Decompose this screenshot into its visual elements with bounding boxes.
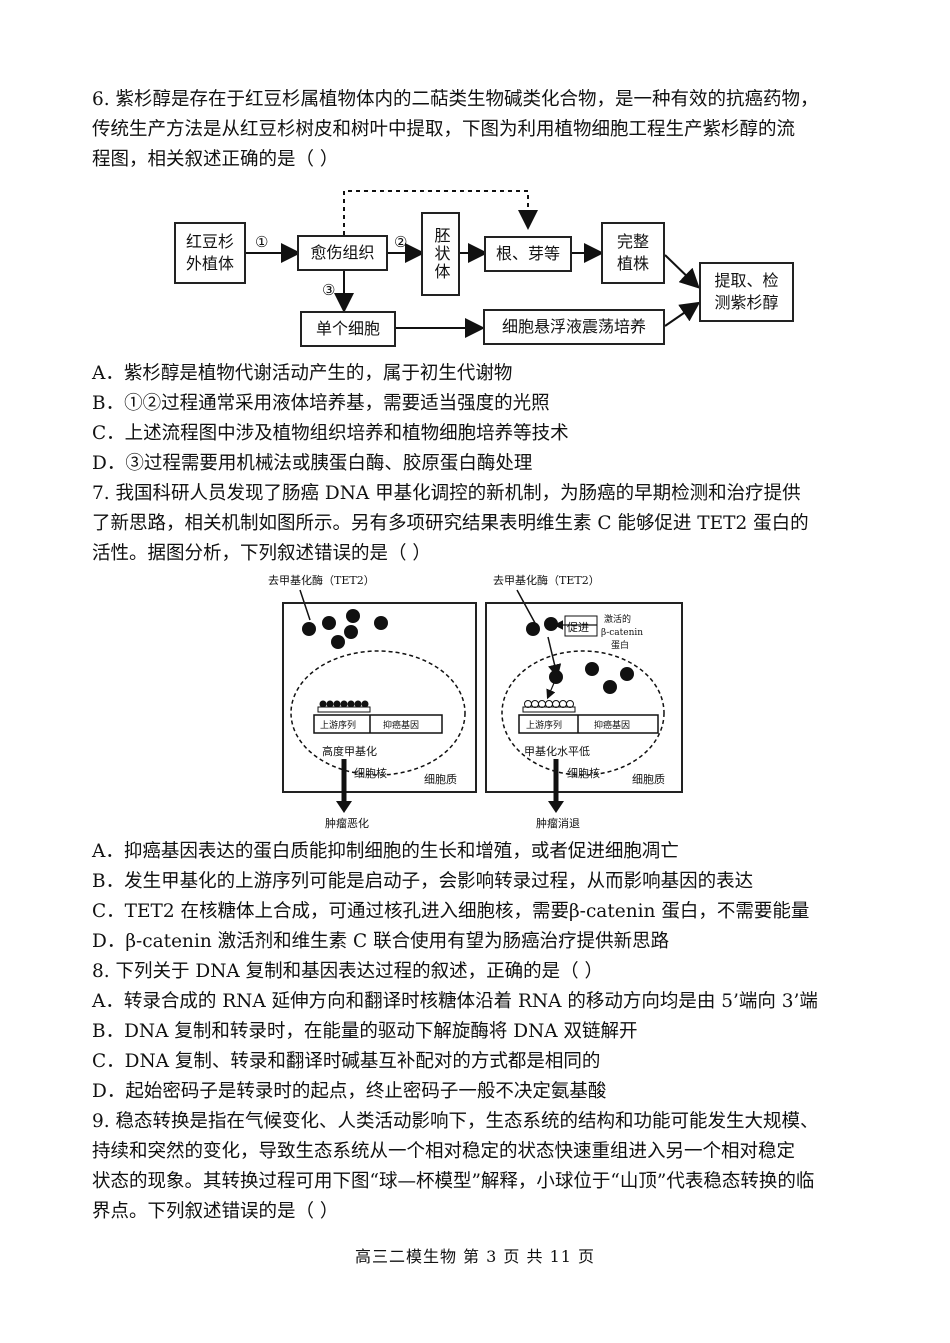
right-cytoplasm-label: 细胞质 xyxy=(632,773,665,786)
left-nucleus-label: 细胞核 xyxy=(354,766,387,780)
right-enzyme-label: 去甲基化酶（TET2） xyxy=(493,573,600,587)
q9-stem-line: 状态的现象。其转换过程可用下图“球—杯模型”解释，小球位于“山顶”代表稳态转换的… xyxy=(92,1171,815,1192)
q6-option-b: B．①②过程通常采用液体培养基，需要适当强度的光照 xyxy=(92,393,550,414)
left-enzyme-label: 去甲基化酶（TET2） xyxy=(268,573,375,587)
q7-stem-line: 7. 我国科研人员发现了肠癌 DNA 甲基化调控的新机制，为肠癌的早期检测和治疗… xyxy=(92,483,801,504)
box-suspension: 细胞悬浮液震荡培养 xyxy=(483,309,665,345)
q7-stem-line: 活性。据图分析，下列叙述错误的是（ ） xyxy=(92,543,431,564)
activated-line1: 激活的 xyxy=(604,613,631,625)
right-panel: 去甲基化酶（TET2） 促进 激活的 β-catenin 蛋白 上游序列 抑癌基… xyxy=(485,573,683,830)
q8-option-a: A．转录合成的 RNA 延伸方向和翻译时核糖体沿着 RNA 的移动方向均是由 5… xyxy=(92,991,818,1012)
left-enzyme-pointer xyxy=(299,589,311,621)
step2-label: ② xyxy=(394,233,408,251)
q6-option-d: D．③过程需要用机械法或胰蛋白酶、胶原蛋白酶处理 xyxy=(92,453,533,474)
box-plant: 完整植株 xyxy=(601,222,665,284)
q6-option-c: C．上述流程图中涉及植物组织培养和植物细胞培养等技术 xyxy=(92,423,569,444)
right-upstream: 上游序列 xyxy=(526,719,562,731)
right-dna-bar xyxy=(518,714,659,734)
left-cell-border xyxy=(282,602,477,793)
right-outcome: 肿瘤消退 xyxy=(536,816,580,830)
activated-line3: 蛋白 xyxy=(611,639,629,651)
q7-option-a: A．抑癌基因表达的蛋白质能抑制细胞的生长和增殖，或者促进细胞凋亡 xyxy=(92,841,679,862)
right-enzyme-pointer xyxy=(516,589,536,624)
left-enzyme-dots xyxy=(302,609,388,649)
box-root-bud: 根、芽等 xyxy=(484,236,572,272)
step1-label: ① xyxy=(255,233,269,251)
box-extract: 提取、检测紫杉醇 xyxy=(699,262,794,322)
q6-option-a: A．紫杉醇是植物代谢活动产生的，属于初生代谢物 xyxy=(92,363,513,384)
arrow-plant-extract xyxy=(664,254,700,289)
q7-option-c: C．TET2 在核糖体上合成，可通过核孔进入细胞核，需要β-catenin 蛋白… xyxy=(92,901,810,922)
right-unmethyl-caps xyxy=(524,700,574,708)
q9-stem-line: 持续和突然的变化，导致生态系统从一个相对稳定的状态快速重组进入另一个相对稳定 xyxy=(92,1141,796,1162)
q6-flow-diagram: ① ② ③ 红豆杉外植体 愈伤组织 胚状体 根、芽等 完整植株 提取、检测紫杉醇… xyxy=(0,0,950,360)
right-cell-border xyxy=(485,602,683,793)
q6-stem-line: 6. 紫杉醇是存在于红豆杉属植物体内的二萜类生物碱类化合物，是一种有效的抗癌药物… xyxy=(92,89,819,110)
q8-option-b: B．DNA 复制和转录时，在能量的驱动下解旋酶将 DNA 双链解开 xyxy=(92,1021,638,1042)
left-nucleus xyxy=(290,650,466,776)
q7-option-b: B．发生甲基化的上游序列可能是启动子，会影响转录过程，从而影响基因的表达 xyxy=(92,871,754,892)
q7-option-d: D．β-catenin 激活剂和维生素 C 联合使用有望为肠癌治疗提供新思路 xyxy=(92,931,670,952)
q7-stem-line: 了新思路，相关机制如图所示。另有多项研究结果表明维生素 C 能够促进 TET2 … xyxy=(92,513,809,534)
right-methyl-state: 甲基化水平低 xyxy=(524,744,590,758)
left-methyl-caps xyxy=(319,700,369,708)
left-dna-bar xyxy=(313,714,443,734)
left-methyl-state: 高度甲基化 xyxy=(322,744,377,758)
box-embryoid: 胚状体 xyxy=(421,212,460,296)
q8-option-c: C．DNA 复制、转录和翻译时碱基互补配对的方式都是相同的 xyxy=(92,1051,601,1072)
q6-stem-line: 程图，相关叙述正确的是（ ） xyxy=(92,149,339,170)
page-footer: 高三二模生物 第 3 页 共 11 页 xyxy=(354,1247,596,1266)
right-nucleus-label: 细胞核 xyxy=(567,766,600,780)
step3-label: ③ xyxy=(322,281,336,299)
left-suppressor: 抑癌基因 xyxy=(383,719,419,731)
arrow-dashed xyxy=(343,190,538,235)
q8-stem: 8. 下列关于 DNA 复制和基因表达过程的叙述，正确的是（ ） xyxy=(92,961,604,982)
box-callus: 愈伤组织 xyxy=(297,235,388,271)
left-upstream: 上游序列 xyxy=(320,719,356,731)
box-explant: 红豆杉外植体 xyxy=(174,222,246,284)
q7-figure: 去甲基化酶（TET2） 上游序列 抑癌基因 高度甲基化 细胞核 细胞质 肿瘤恶化… xyxy=(268,573,683,830)
box-single-cell: 单个细胞 xyxy=(300,311,396,347)
q9-stem-line: 界点。下列叙述错误的是（ ） xyxy=(92,1201,339,1222)
q6-stem-line: 传统生产方法是从红豆杉树皮和树叶中提取，下图为利用植物细胞工程生产紫杉醇的流 xyxy=(92,119,796,140)
q8-option-d: D．起始密码子是转录时的起点，终止密码子一般不决定氨基酸 xyxy=(92,1081,607,1102)
right-suppressor: 抑癌基因 xyxy=(594,719,630,731)
left-panel: 去甲基化酶（TET2） 上游序列 抑癌基因 高度甲基化 细胞核 细胞质 肿瘤恶化 xyxy=(268,573,477,830)
q9-stem-line: 9. 稳态转换是指在气候变化、人类活动影响下，生态系统的结构和功能可能发生大规模… xyxy=(92,1111,819,1132)
left-cytoplasm-label: 细胞质 xyxy=(424,773,457,786)
activated-line2: β-catenin xyxy=(601,628,643,638)
promote-label: 促进 xyxy=(567,620,589,634)
arrow-suspension-extract xyxy=(664,301,701,327)
flow-arrows xyxy=(246,190,701,338)
right-nucleus xyxy=(501,650,665,776)
left-outcome: 肿瘤恶化 xyxy=(325,816,369,830)
